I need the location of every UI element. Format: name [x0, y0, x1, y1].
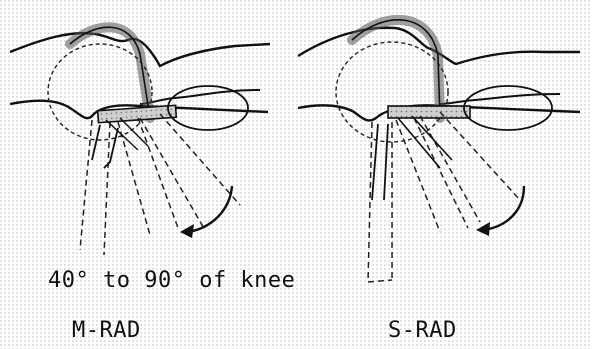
m-rad-label: M-RAD — [72, 318, 141, 343]
s-rad-label: S-RAD — [388, 318, 457, 343]
tibial-plateau-s — [388, 106, 470, 118]
flexion-range-caption: 40° to 90° of knee — [48, 268, 295, 293]
